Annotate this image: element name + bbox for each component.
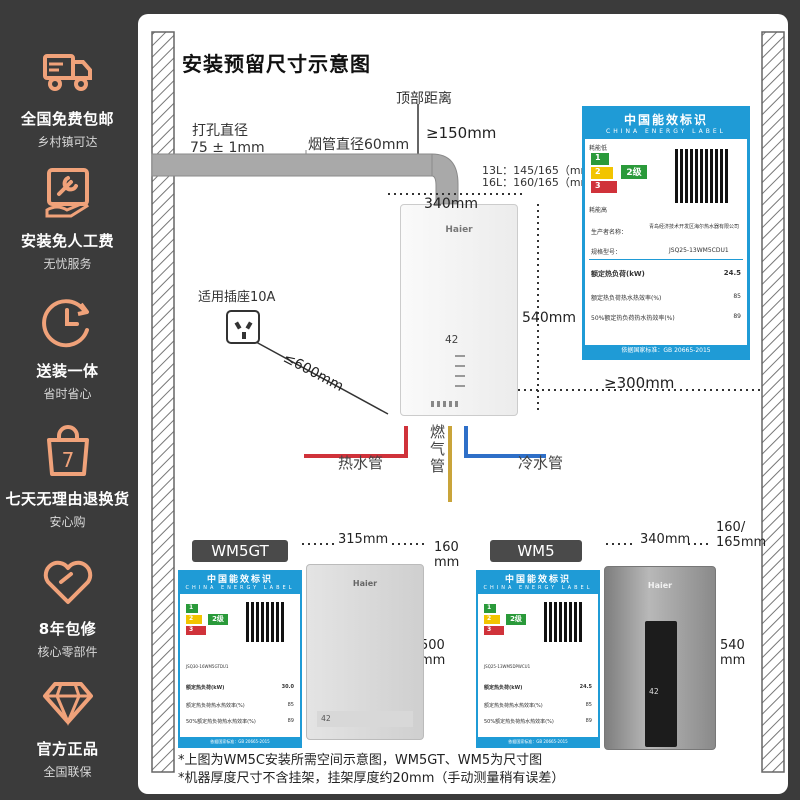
top-distance-value: ≥150mm — [426, 124, 497, 142]
heater-vent — [431, 401, 461, 407]
sidebar-item-subtitle: 无忧服务 — [43, 257, 92, 271]
model-tag-wm5gt: WM5GT — [192, 540, 288, 562]
energy-label-header: 中国能效标识 CHINA ENERGY LABEL — [478, 572, 598, 594]
drill-diameter-value: 75 ± 1mm — [190, 140, 265, 156]
qr-code — [544, 602, 584, 642]
sidebar-item-free-shipping: 全国免费包邮 乡村镇可达 — [0, 44, 135, 150]
energy-label-main: 中国能效标识 CHINA ENERGY LABEL 耗能低 1 2 3 2级 耗… — [582, 106, 750, 360]
wm5gt-width-line — [302, 543, 428, 545]
model-value: JSQ25-13WM5CDU1 — [669, 247, 729, 254]
energy-row: 50%额定热负荷热水热效率(%)89 — [591, 313, 741, 322]
sidebar-item-title: 8年包修 — [38, 620, 97, 638]
installation-diagram — [151, 104, 760, 502]
energy-grade-badge: 2级 — [621, 165, 647, 179]
energy-row: 额定热负荷(kW)24.5 — [591, 269, 741, 278]
sidebar-item-free-install: 安装免人工费 无忧服务 — [0, 166, 135, 272]
energy-label-subtitle: CHINA ENERGY LABEL — [606, 128, 726, 135]
qr-code — [675, 149, 729, 203]
heater-display: 42 — [649, 687, 659, 696]
energy-grade-badge: 2级 — [506, 614, 526, 625]
energy-label-footer: 依据国家标准：GB 20665-2015 — [585, 345, 747, 357]
qr-code — [246, 602, 286, 642]
heater-control-buttons — [455, 355, 465, 395]
wm5gt-height: 500 mm — [420, 638, 446, 668]
wm5-heater: Haier 42 — [604, 566, 716, 750]
heart-icon — [43, 560, 92, 604]
heater-brand: Haier — [352, 579, 378, 588]
clock-icon — [41, 299, 89, 348]
drill-diameter-label: 打孔直径 — [192, 123, 248, 139]
sidebar-item-seven-day-return: 7 七天无理由退换货 安心购 — [0, 424, 135, 530]
return-days-badge: 7 — [61, 448, 74, 472]
wm5-width: 340mm — [640, 532, 691, 547]
sidebar-item-genuine: 官方正品 全国联保 — [0, 674, 135, 780]
cold-water-pipe-label: 冷水管 — [518, 454, 564, 472]
wm5gt-heater: Haier 42 — [306, 564, 424, 740]
wm5-height: 540 mm — [720, 638, 746, 668]
wm5-control-panel: 42 — [645, 621, 677, 747]
energy-low-label: 耗能低 — [589, 145, 608, 152]
sidebar-item-subtitle: 省时省心 — [43, 387, 92, 401]
sidebar-item-title: 官方正品 — [36, 740, 99, 758]
wrench-hand-icon — [45, 168, 89, 218]
flue-spec-16l: 16L：160/165（mm） — [482, 176, 603, 189]
heater-display: 42 — [445, 333, 459, 346]
footnote: *机器厚度尺寸不含挂架，挂架厚度约20mm（手动测量稍有误差） — [178, 771, 565, 786]
main-height-dimension: 540mm — [522, 310, 576, 326]
side-clearance-dimension: ≥300mm — [604, 374, 675, 392]
socket-label: 适用插座10A — [198, 290, 276, 305]
wm5gt-depth: 160 mm — [434, 540, 460, 570]
truck-icon — [42, 54, 92, 91]
energy-label-header: 中国能效标识 CHINA ENERGY LABEL — [585, 109, 747, 139]
diamond-icon — [42, 682, 93, 726]
heater-brand: Haier — [647, 581, 673, 590]
sidebar: 全国免费包邮 乡村镇可达 安装免人工费 无忧服务 送装一体 省时省心 7 七天无… — [0, 0, 135, 800]
footnotes: *上图为WM5C安装所需空间示意图，WM5GT、WM5为尺寸图 *机器厚度尺寸不… — [178, 752, 564, 788]
sidebar-item-title: 送装一体 — [36, 362, 99, 380]
sidebar-item-delivery-install: 送装一体 省时省心 — [0, 296, 135, 402]
sidebar-item-title: 安装免人工费 — [20, 232, 114, 250]
energy-row: 额定热负荷热水热效率(%)85 — [591, 293, 741, 302]
model-value: JSQ25-13WM5DPWCU1 — [484, 664, 531, 669]
sidebar-item-subtitle: 安心购 — [49, 515, 86, 529]
model-value: JSQ30-16WM5GTDU1 — [186, 664, 229, 669]
sidebar-item-subtitle: 全国联保 — [43, 765, 92, 779]
hot-water-pipe-label: 热水管 — [338, 454, 384, 472]
energy-label-title: 中国能效标识 — [623, 113, 708, 127]
main-heater: Haier 42 — [400, 204, 518, 416]
energy-label-wm5gt: 中国能效标识 CHINA ENERGY LABEL 1 2 3 2级 JSQ30… — [178, 570, 302, 748]
energy-label-header: 中国能效标识 CHINA ENERGY LABEL — [180, 572, 300, 594]
page-title: 安装预留尺寸示意图 — [182, 52, 371, 76]
gas-pipe-label: 燃气管 — [430, 423, 446, 475]
wm5gt-width: 315mm — [338, 532, 389, 547]
sidebar-item-subtitle: 核心零部件 — [37, 645, 98, 659]
sidebar-item-title: 全国免费包邮 — [20, 110, 114, 128]
main-width-dimension: 340mm — [424, 196, 478, 212]
energy-label-wm5: 中国能效标识 CHINA ENERGY LABEL 1 2 3 2级 JSQ25… — [476, 570, 600, 748]
wm5-depth: 160/ 165mm — [716, 520, 767, 550]
model-label: 规格型号： — [591, 249, 622, 256]
shopping-bag-icon: 7 — [46, 425, 89, 476]
flue-spec-13l: 13L：145/165（mm） — [482, 164, 603, 177]
heater-brand: Haier — [445, 225, 473, 235]
sidebar-item-warranty: 8年包修 核心零部件 — [0, 554, 135, 660]
heater-display: 42 — [317, 711, 413, 727]
wall-hatching — [151, 31, 785, 773]
sidebar-item-title: 七天无理由退换货 — [5, 490, 130, 508]
wm5-width-line — [606, 543, 712, 545]
socket-icon — [226, 310, 260, 344]
maker-label: 生产者名称： — [591, 229, 628, 236]
energy-high-label: 耗能高 — [589, 207, 608, 214]
footnote: *上图为WM5C安装所需空间示意图，WM5GT、WM5为尺寸图 — [178, 753, 543, 768]
maker-name: 青岛经济技术开发区海尔热水器有限公司 — [649, 224, 740, 230]
energy-grade-badge: 2级 — [208, 614, 228, 625]
installation-panel: 安装预留尺寸示意图 顶部距离 ≥150mm 打孔直径 75 ± 1mm 烟管直径… — [138, 14, 788, 794]
top-distance-label: 顶部距离 — [396, 91, 452, 107]
model-tag-wm5: WM5 — [490, 540, 582, 562]
sidebar-item-subtitle: 乡村镇可达 — [37, 135, 98, 149]
flue-diameter-label: 烟管直径60mm — [308, 137, 410, 153]
